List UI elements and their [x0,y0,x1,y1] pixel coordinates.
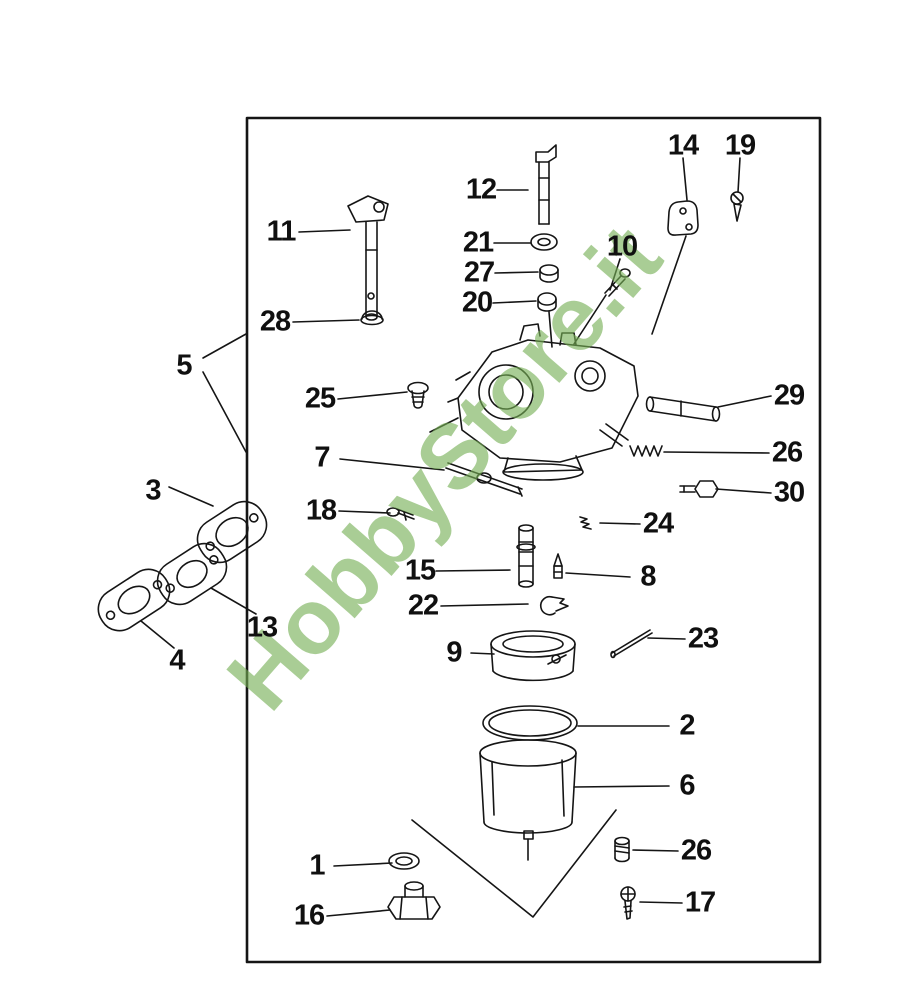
callout-23: 23 [687,622,719,655]
callout-17: 17 [684,886,716,919]
washer-21-drawing [531,234,557,250]
callout-12: 12 [465,173,497,206]
callout-20: 20 [461,286,493,319]
bolt-30-drawing [680,481,718,497]
callout-29: 29 [773,379,805,412]
gasket-3-drawing [190,494,274,570]
callout-1: 1 [309,849,325,882]
throttle-shaft-drawing [348,196,388,320]
callout-2: 2 [679,709,695,742]
clip-22-drawing [541,597,568,615]
callout-7: 7 [314,441,330,474]
screw-18-drawing [387,508,414,520]
carburetor-body-drawing [430,324,638,480]
leader-lines [141,158,771,916]
seal-27-drawing [540,265,558,282]
float-needle-8-drawing [554,554,562,578]
screw-26-lower-drawing [615,838,629,862]
bowl-nut-16-drawing [388,882,440,919]
bowl-gasket-2-drawing [483,706,577,740]
callout-18: 18 [305,494,337,527]
diagram-frame [247,118,820,962]
callout-26-upper: 26 [771,436,803,469]
callout-5: 5 [176,349,192,382]
float-pin-23-drawing [611,630,652,658]
callout-14: 14 [667,129,699,162]
plug-28-drawing [361,311,383,325]
callout-22: 22 [407,589,439,622]
fuel-pipe-29-drawing [647,397,720,421]
spring-26-drawing [630,446,662,456]
screw-17-drawing [621,887,635,919]
washer-1-drawing [389,853,419,869]
float-9-drawing [491,631,575,680]
gasket-4-drawing [91,562,178,639]
screw-10-drawing [574,269,630,344]
callout-15: 15 [404,554,436,587]
callout-10: 10 [606,230,638,263]
screw-25-drawing [408,383,428,409]
callout-8: 8 [640,560,656,593]
nozzle-15-drawing [517,525,535,587]
callout-19: 19 [724,129,756,162]
callout-30: 30 [773,476,805,509]
callout-6: 6 [679,769,695,802]
callout-24: 24 [642,507,674,540]
choke-shaft-drawing [536,145,556,224]
callout-3: 3 [145,474,161,507]
cap-20-drawing [538,293,556,347]
insulator-13-drawing [150,536,234,612]
callout-11: 11 [266,215,297,248]
callout-28: 28 [259,305,291,338]
screw-19-drawing [731,192,743,221]
callout-26-lower: 26 [680,834,712,867]
callout-4: 4 [169,644,185,677]
needle-rod-7-drawing [446,463,522,496]
callout-16: 16 [293,899,325,932]
construction-lines [412,810,616,917]
bracket-plate-14-drawing [652,201,698,334]
callout-13: 13 [246,611,278,644]
callout-21: 21 [462,226,494,259]
callout-25: 25 [304,382,336,415]
screw-24-drawing [580,517,591,529]
callout-27: 27 [463,256,495,289]
callout-9: 9 [446,636,462,669]
float-bowl-6-drawing [480,740,576,860]
